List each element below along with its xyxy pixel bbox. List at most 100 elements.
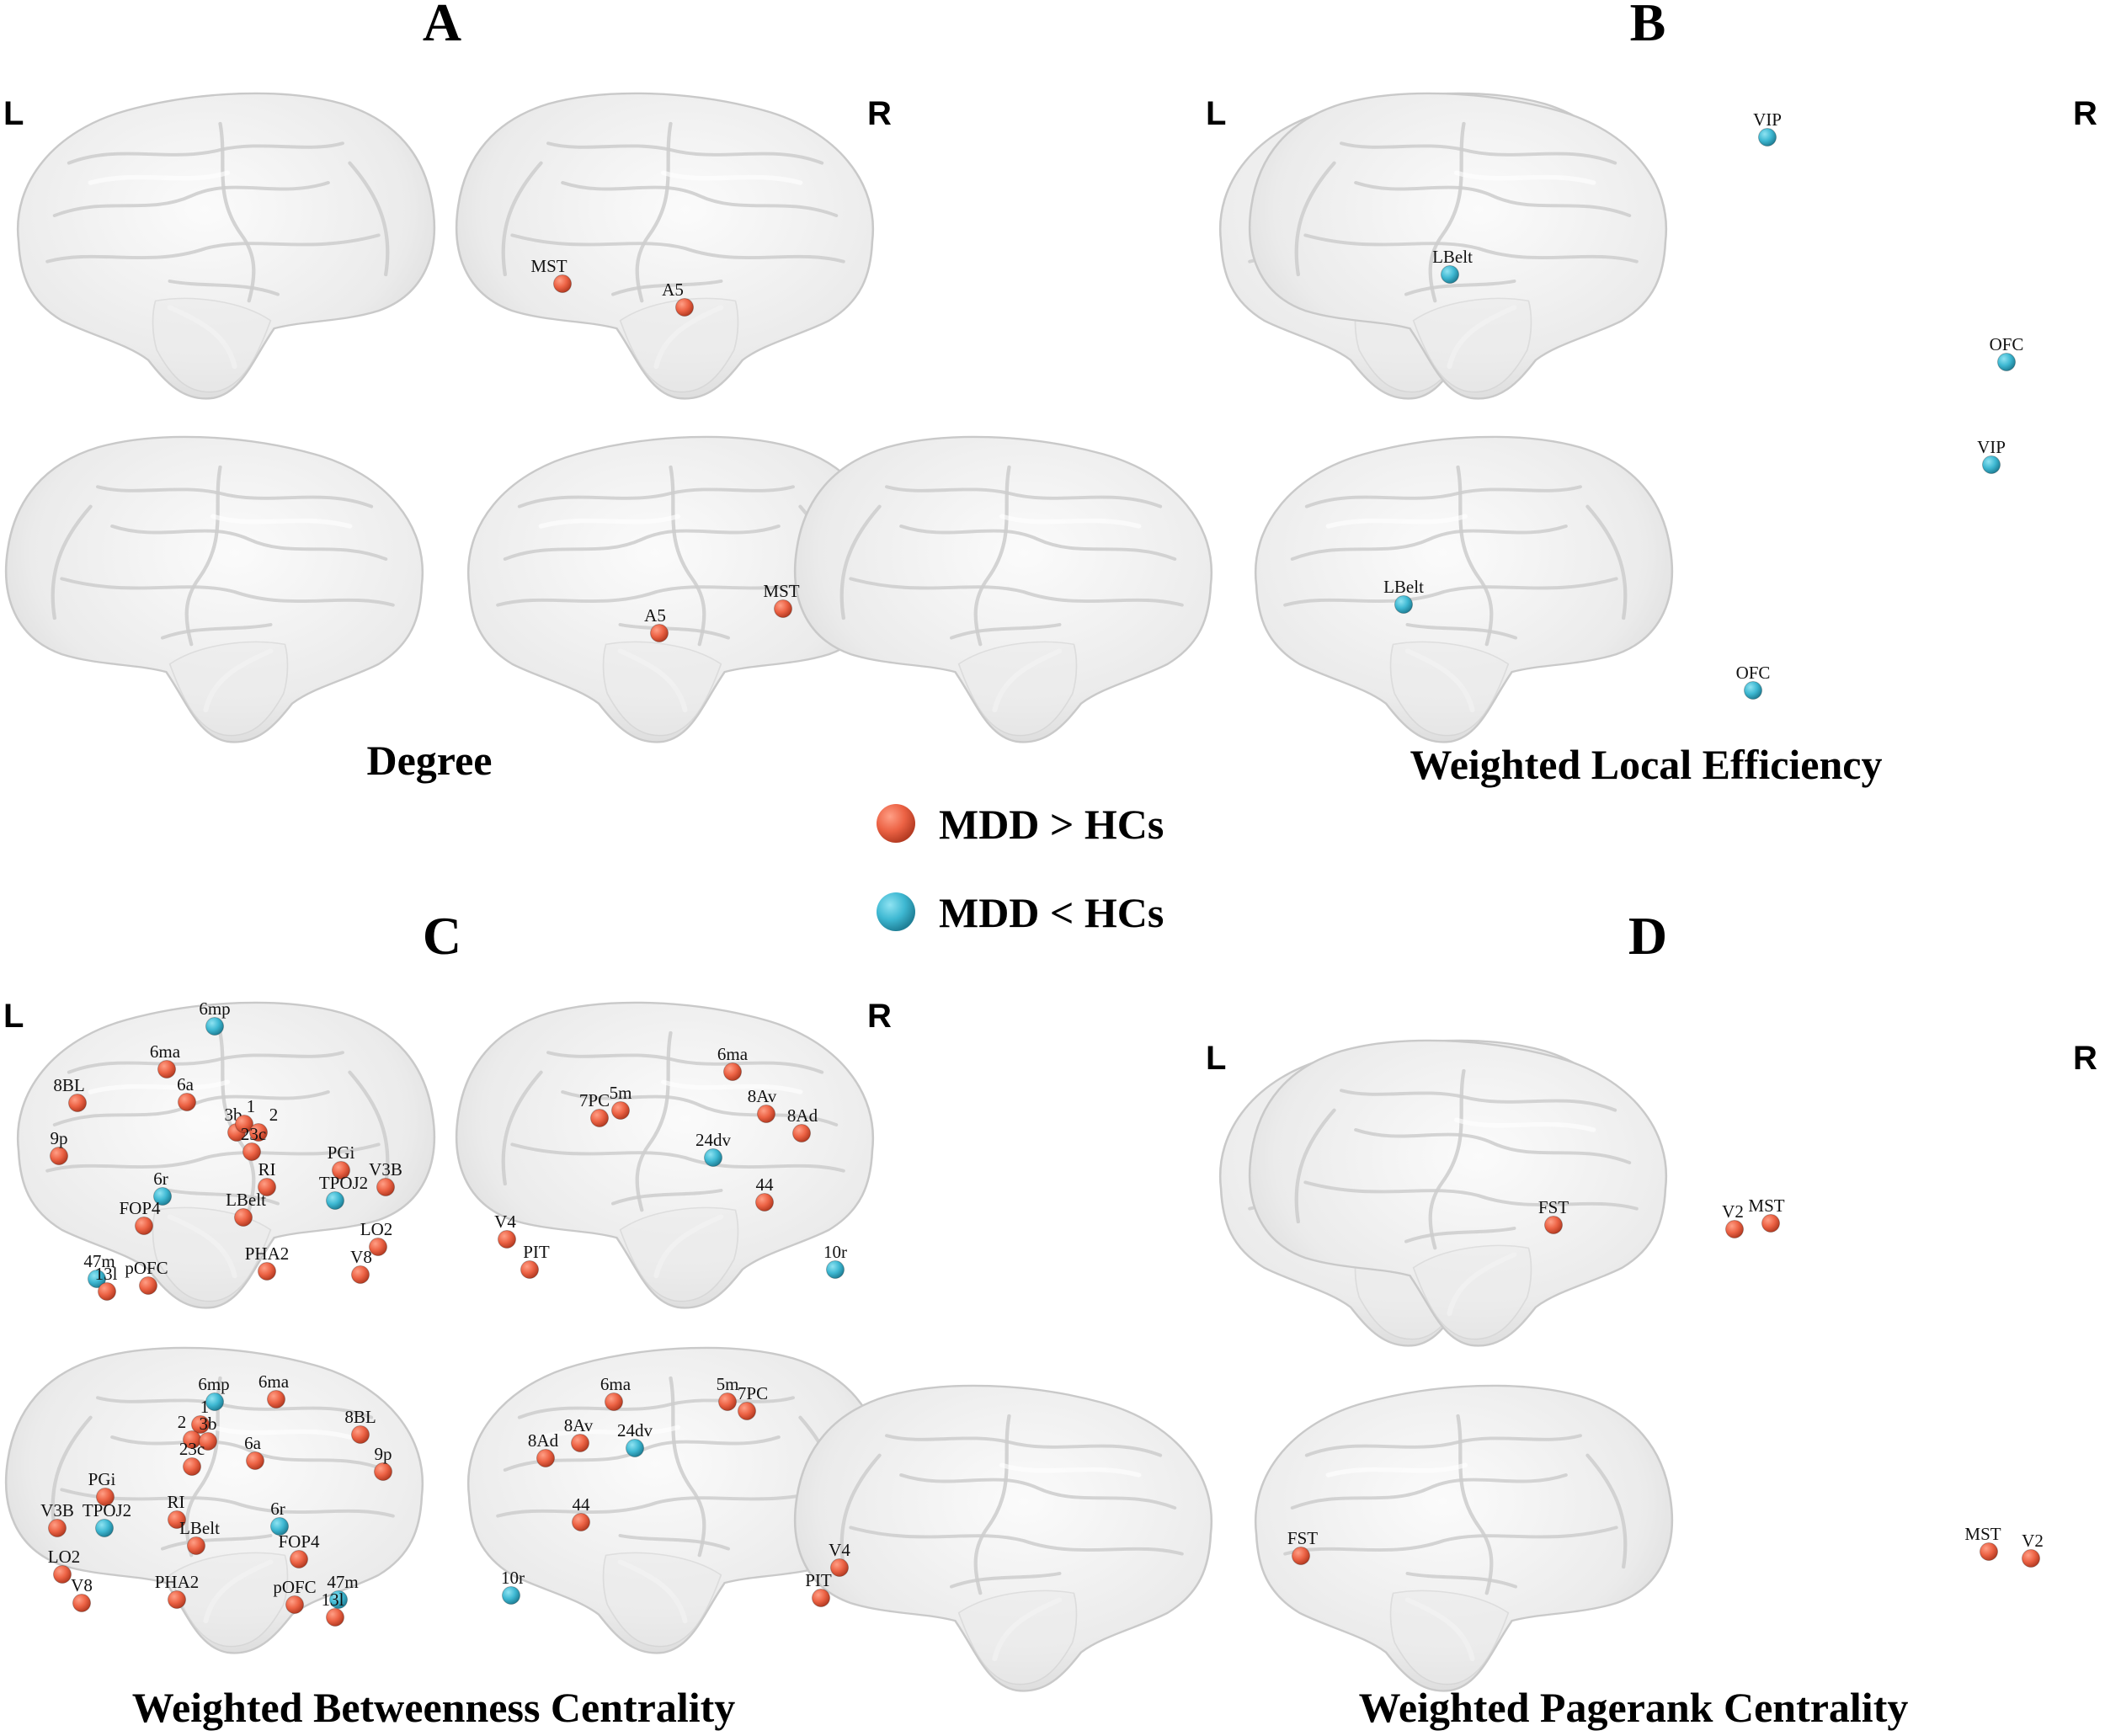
brain-node-8av: 8Av [748, 1086, 777, 1123]
node-marker-increase [774, 599, 792, 618]
left-hemisphere-label: L [3, 998, 24, 1035]
node-label: 9p [375, 1444, 392, 1464]
node-marker-increase [572, 1513, 590, 1531]
brain-left-lateral [18, 93, 434, 399]
brain-node-fop4: FOP4 [278, 1531, 320, 1568]
node-marker-increase [135, 1217, 153, 1235]
brain-node-lbelt: LBelt [1383, 577, 1424, 614]
node-marker-increase [1544, 1216, 1563, 1234]
node-marker-decrease [329, 1590, 348, 1609]
node-label: 24dv [695, 1130, 732, 1150]
brain-node-mst: MST [763, 581, 800, 618]
node-label: 8Ad [787, 1105, 818, 1126]
brain-node-8ad: 8Ad [787, 1105, 818, 1142]
brain-right-lateral [456, 1003, 873, 1308]
legend: MDD > HCs MDD < HCs [877, 801, 1164, 936]
node-marker-decrease [95, 1519, 114, 1537]
node-marker-increase [168, 1590, 186, 1609]
node-label: PIT [523, 1242, 550, 1262]
left-hemisphere-label: L [1206, 95, 1226, 132]
node-marker-increase [53, 1565, 72, 1584]
brain-node-6a: 6a [244, 1433, 264, 1470]
node-marker-decrease [1997, 353, 2016, 371]
brain-node-47m: 47m [327, 1572, 359, 1609]
node-label: 6ma [600, 1374, 632, 1394]
brain-node-44: 44 [572, 1494, 590, 1531]
brain-node-fop4: FOP4 [119, 1198, 161, 1235]
node-marker-increase [187, 1536, 205, 1555]
node-label: A5 [662, 280, 684, 300]
node-marker-increase [520, 1260, 539, 1279]
brain-node-pgi: PGi [328, 1142, 355, 1180]
brain-node-7pc: 7PC [579, 1090, 610, 1127]
brain-node-6ma: 6ma [150, 1041, 181, 1078]
brain-left-medial [795, 437, 1212, 743]
brain-node-ri: RI [168, 1492, 186, 1529]
node-marker-decrease [205, 1393, 224, 1411]
node-marker-increase [68, 1094, 87, 1112]
node-marker-increase [650, 624, 669, 642]
right-hemisphere-label: R [867, 998, 892, 1035]
node-label: 6a [244, 1433, 262, 1453]
node-marker-increase [675, 298, 694, 317]
brain-right-medial [1255, 1386, 1672, 1691]
node-marker-increase [332, 1161, 350, 1180]
node-marker-increase [1761, 1214, 1780, 1233]
brain-node-7pc: 7PC [738, 1383, 768, 1420]
brain-node-ri: RI [258, 1159, 276, 1196]
node-label: 13l [95, 1264, 118, 1284]
node-marker-increase [258, 1262, 276, 1281]
brain-node-v3b: V3B [369, 1159, 402, 1196]
node-marker-increase [285, 1595, 304, 1614]
brain-node-pha2: PHA2 [155, 1572, 199, 1609]
brain-node-44: 44 [755, 1174, 774, 1211]
node-label: 8Av [748, 1086, 777, 1106]
node-marker-increase [72, 1594, 91, 1612]
left-hemisphere-label: L [1206, 1040, 1226, 1077]
node-marker-increase [183, 1457, 201, 1476]
node-label: V4 [494, 1211, 516, 1232]
node-label: 8BL [344, 1407, 376, 1427]
brain-node-v2: V2 [1722, 1201, 1744, 1238]
brain-node-pit: PIT [520, 1242, 550, 1279]
panel-d: D L R Weighted Pagerank Centrality [795, 906, 2097, 1731]
brain-node-mst: MST [530, 256, 572, 293]
brain-node-lbelt: LBelt [179, 1518, 220, 1555]
brain-node-v4: V4 [494, 1211, 516, 1249]
brain-node-2: 2 [249, 1105, 279, 1142]
node-marker-increase [376, 1178, 395, 1196]
node-label: 6r [270, 1499, 285, 1519]
node-label: 6a [177, 1074, 195, 1094]
node-label: 47m [83, 1251, 115, 1271]
node-label: RI [258, 1159, 276, 1180]
brain-node-v4: V4 [829, 1540, 850, 1577]
node-marker-increase [351, 1265, 370, 1284]
node-label: 10r [823, 1242, 847, 1262]
node-marker-decrease [270, 1517, 289, 1536]
node-label: 2 [269, 1105, 279, 1125]
right-hemisphere-label: R [867, 95, 892, 132]
node-label: 5m [717, 1374, 739, 1394]
brain-node-6r: 6r [270, 1499, 289, 1536]
legend-label-decrease: MDD < HCs [939, 889, 1164, 936]
node-label: 10r [501, 1568, 525, 1588]
node-label: MST [763, 581, 799, 601]
node-label: 6ma [717, 1044, 749, 1064]
brain-node-47m: 47m [83, 1251, 115, 1288]
node-marker-decrease [704, 1148, 722, 1167]
brain-node-layer: MSTA5A5MSTLBeltVIPOFCLBeltVIPOFC6ma6mp8B… [40, 109, 2044, 1627]
node-label: VIP [1977, 437, 2006, 457]
brain-node-23c: 23c [179, 1439, 205, 1476]
node-marker-decrease [326, 1191, 344, 1210]
node-marker-increase [157, 1060, 176, 1078]
brain-node-lo2: LO2 [48, 1547, 80, 1584]
node-marker-increase [755, 1193, 774, 1211]
node-marker-increase [351, 1425, 370, 1444]
node-label: V8 [350, 1247, 372, 1267]
brain-node-6ma: 6ma [600, 1374, 632, 1411]
node-marker-decrease [1758, 128, 1777, 146]
legend-swatch-decrease [877, 892, 915, 931]
node-marker-increase [168, 1510, 186, 1529]
brain-left-medial [795, 1386, 1212, 1691]
brain-node-6mp: 6mp [198, 1374, 230, 1411]
